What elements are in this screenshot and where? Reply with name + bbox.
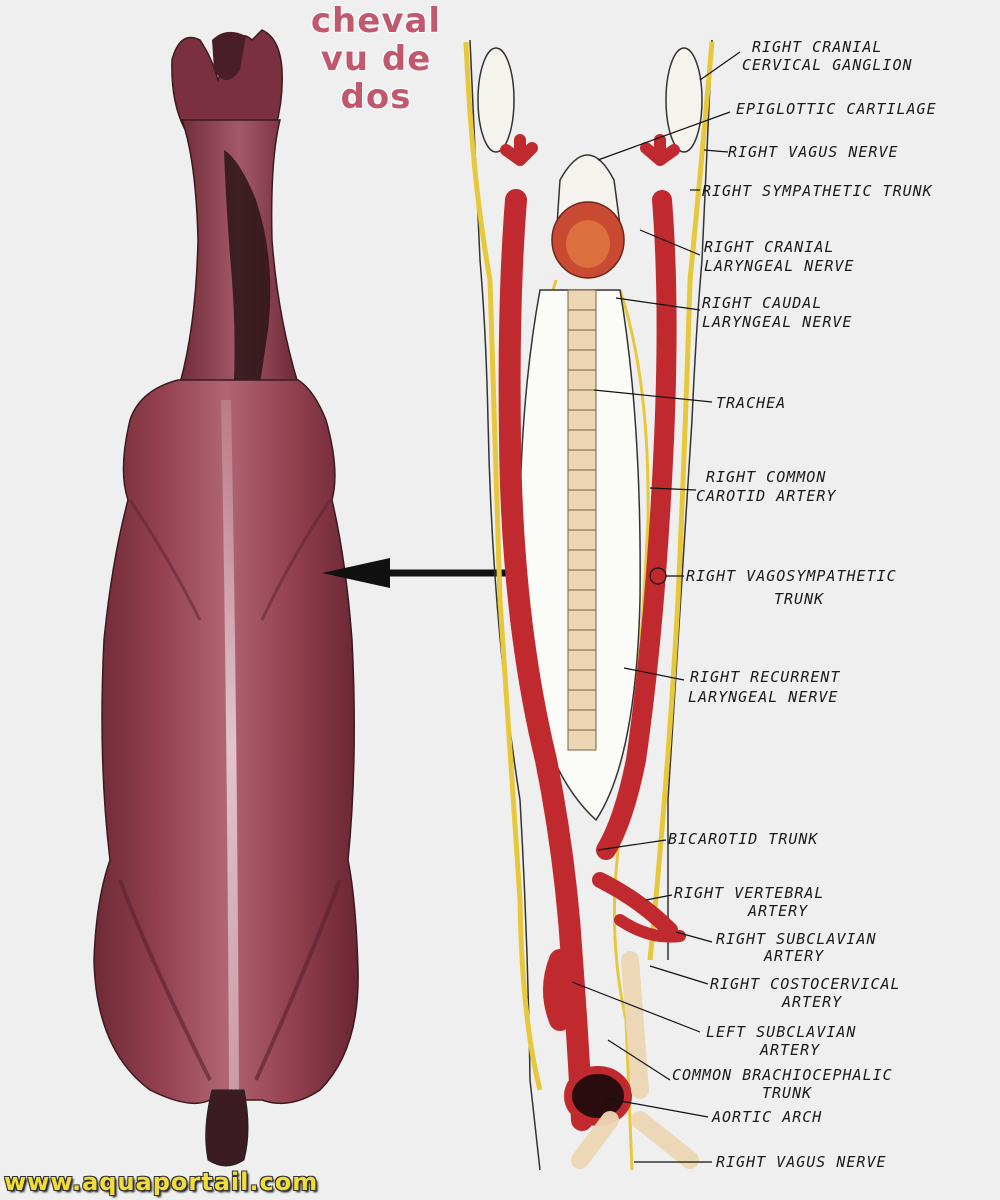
ganglion-left <box>477 47 515 153</box>
label-right-costocervical-artery-1: RIGHT COSTOCERVICAL <box>710 975 901 993</box>
watermark-site: www.aquaportail.com <box>4 1168 319 1196</box>
label-left-subclavian-artery-1: LEFT SUBCLAVIAN <box>706 1023 857 1041</box>
label-bicarotid-trunk: BICAROTID TRUNK <box>668 830 819 848</box>
label-right-cranial-cervical-ganglion-2: CERVICAL GANGLION <box>742 56 913 74</box>
larynx <box>551 154 625 279</box>
label-aortic-arch: AORTIC ARCH <box>712 1108 823 1126</box>
label-right-subclavian-artery-2: ARTERY <box>764 947 825 965</box>
ganglion-right <box>665 47 703 153</box>
label-right-recurrent-laryngeal-nerve-2: LARYNGEAL NERVE <box>688 688 839 706</box>
aortic-arch-opening <box>564 1066 632 1126</box>
leader-lines <box>571 51 741 1163</box>
artery-left-common-carotid <box>498 189 593 1131</box>
label-right-vertebral-artery-1: RIGHT VERTEBRAL <box>674 884 825 902</box>
label-right-vagus-nerve-bottom: RIGHT VAGUS NERVE <box>716 1153 887 1171</box>
horse-tail <box>205 1089 249 1167</box>
label-right-common-carotid-artery-2: CAROTID ARTERY <box>696 487 837 505</box>
label-epiglottic-cartilage: EPIGLOTTIC CARTILAGE <box>736 100 937 118</box>
label-left-subclavian-artery-2: ARTERY <box>760 1041 821 1059</box>
label-right-caudal-laryngeal-nerve-2: LARYNGEAL NERVE <box>702 313 853 331</box>
label-right-cranial-cervical-ganglion-1: RIGHT CRANIAL <box>752 38 883 56</box>
nerve-left-outer <box>463 41 543 1091</box>
title-line-2: vu de <box>320 39 432 79</box>
label-common-brachiocephalic-trunk-2: TRUNK <box>762 1084 813 1102</box>
label-right-sympathetic-trunk: RIGHT SYMPATHETIC TRUNK <box>702 182 933 200</box>
label-right-common-carotid-artery-1: RIGHT COMMON <box>706 468 827 486</box>
title-line-1: cheval <box>310 1 442 41</box>
nerve-right-outer <box>647 41 715 961</box>
label-right-cranial-laryngeal-nerve-2: LARYNGEAL NERVE <box>704 257 855 275</box>
label-right-cranial-laryngeal-nerve-1: RIGHT CRANIAL <box>704 238 835 256</box>
label-right-vagosympathetic-trunk-2: TRUNK <box>774 590 825 608</box>
horse-spine <box>221 399 239 1091</box>
title-line-3: dos <box>340 77 412 117</box>
label-right-subclavian-artery-1: RIGHT SUBCLAVIAN <box>716 930 877 948</box>
label-right-vagus-nerve-top: RIGHT VAGUS NERVE <box>728 143 899 161</box>
label-right-vertebral-artery-2: ARTERY <box>748 902 809 920</box>
label-common-brachiocephalic-trunk-1: COMMON BRACHIOCEPHALIC <box>672 1066 893 1084</box>
label-right-costocervical-artery-2: ARTERY <box>782 993 843 1011</box>
label-right-caudal-laryngeal-nerve-1: RIGHT CAUDAL <box>702 294 823 312</box>
artery-right-common-carotid <box>596 190 677 860</box>
label-trachea: TRACHEA <box>716 394 787 412</box>
label-right-recurrent-laryngeal-nerve-1: RIGHT RECURRENT <box>690 668 841 686</box>
label-right-vagosympathetic-trunk-1: RIGHT VAGOSYMPATHETIC <box>686 567 897 585</box>
trachea <box>567 289 597 751</box>
